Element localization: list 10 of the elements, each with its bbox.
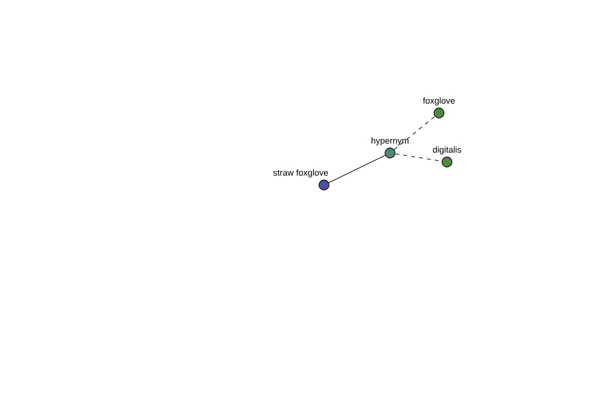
node-label: digitalis bbox=[432, 146, 462, 154]
node-label: foxglove bbox=[422, 97, 455, 106]
node-label: straw foxglove bbox=[273, 169, 328, 178]
graph-node: digitalis bbox=[432, 146, 462, 168]
node-label: hypernym bbox=[372, 137, 408, 146]
graph-node: foxglove bbox=[423, 97, 455, 118]
connector-line bbox=[328, 155, 386, 183]
graph-node: hypernym bbox=[372, 137, 408, 158]
graph-node: straw foxglove bbox=[273, 169, 330, 190]
connector-line bbox=[394, 116, 436, 150]
